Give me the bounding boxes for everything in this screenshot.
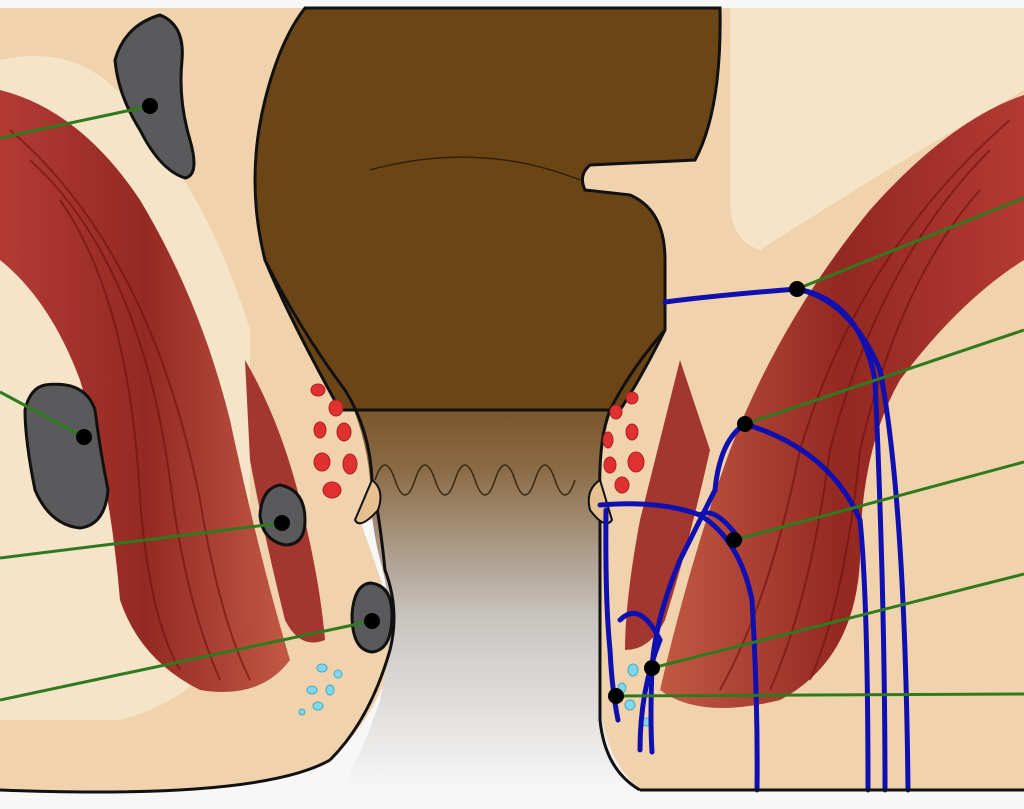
- supralevator-abscess: [113, 13, 196, 180]
- pointer-dot: [737, 416, 753, 432]
- muscle-fibers: [9, 119, 1011, 691]
- levator-muscle-right: [660, 95, 1024, 708]
- pointer-dot: [274, 515, 290, 531]
- pointer-lines: [0, 104, 1024, 702]
- pointer-dot: [608, 688, 624, 704]
- internal-vessels: [310, 383, 645, 499]
- pointer-dot: [364, 613, 380, 629]
- pointer-dots: [76, 98, 805, 704]
- ischiorectal-abscess: [23, 382, 110, 530]
- canal-wall-left: [263, 259, 396, 762]
- pointer-dot: [726, 532, 742, 548]
- skin-outline: [0, 758, 331, 794]
- canal-wall-right: [598, 329, 667, 792]
- levator-muscle-left: [0, 90, 290, 692]
- anal-papilla-left: [353, 478, 382, 525]
- rectum: [253, 6, 722, 412]
- pointer-dot: [142, 98, 158, 114]
- pointer-dot: [789, 281, 805, 297]
- tissue-light-right: [730, 8, 1024, 250]
- anal-canal: [330, 360, 640, 790]
- rectum-fold-line: [369, 156, 581, 181]
- pointer-dot: [644, 660, 660, 676]
- pointer-dot: [76, 429, 92, 445]
- abscesses: [23, 13, 394, 654]
- dentate-line-wave: [374, 464, 576, 496]
- intersphincteric-abscess: [258, 483, 307, 547]
